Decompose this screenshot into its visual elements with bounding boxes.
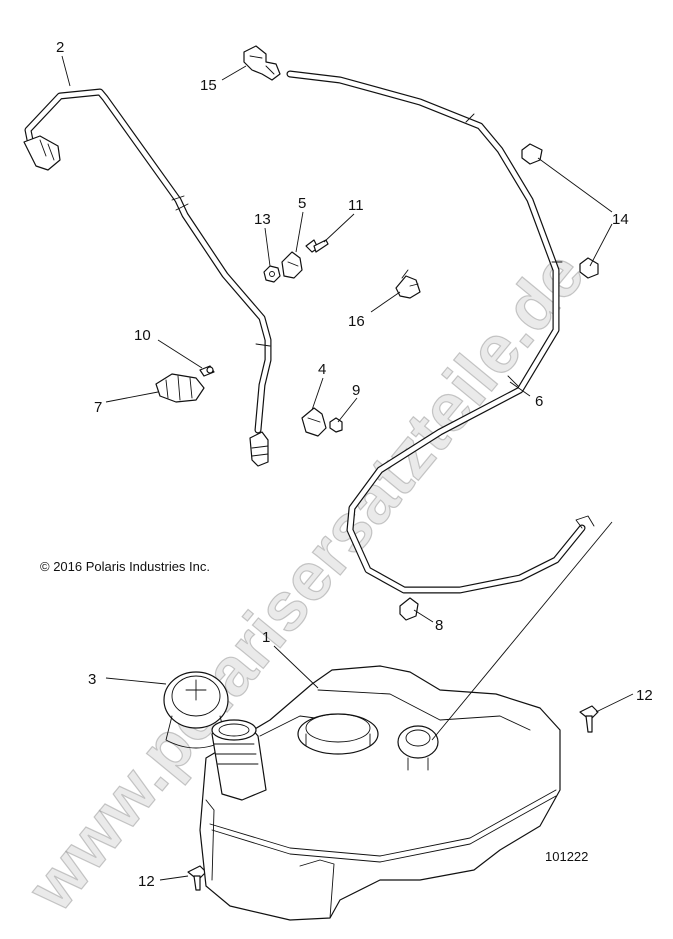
part-4-clamp xyxy=(301,407,327,437)
leader-7 xyxy=(105,391,159,403)
leader-5 xyxy=(295,211,304,253)
part-15-elbow-fitting xyxy=(243,45,281,81)
part-6-fuel-hose xyxy=(286,70,595,594)
callout-11: 11 xyxy=(348,197,364,214)
part-9-nut xyxy=(329,417,343,433)
callout-2: 2 xyxy=(56,39,64,56)
callout-1: 1 xyxy=(262,629,270,646)
callout-12-bottom: 12 xyxy=(138,873,155,890)
part-3-fuel-cap xyxy=(163,671,229,749)
leader-sender xyxy=(431,521,613,741)
leader-2 xyxy=(61,55,71,87)
callout-10: 10 xyxy=(134,327,151,344)
callout-9: 9 xyxy=(352,382,360,399)
part-14-clip-lower xyxy=(579,257,599,279)
callout-4: 4 xyxy=(318,361,326,378)
leader-14a xyxy=(537,157,613,213)
callout-7: 7 xyxy=(94,399,102,416)
callout-12-right: 12 xyxy=(636,687,653,704)
callout-13: 13 xyxy=(254,211,271,228)
part-1-fuel-tank xyxy=(199,665,561,921)
part-7-holder xyxy=(155,373,205,403)
callout-14: 14 xyxy=(612,211,629,228)
part-12-screw-right xyxy=(579,705,599,733)
leader-1 xyxy=(273,645,319,689)
part-13-nut xyxy=(263,265,281,283)
part-16-clip xyxy=(395,269,421,299)
part-12-screw-bottom xyxy=(187,865,207,891)
callout-labels: 2 15 13 5 11 14 16 10 7 4 9 6 8 1 3 12 1… xyxy=(56,39,653,890)
part-14-clip-upper xyxy=(521,143,543,165)
leader-9 xyxy=(337,397,358,423)
leader-12b xyxy=(159,875,189,881)
leader-16 xyxy=(370,291,401,313)
leader-14b xyxy=(589,223,613,267)
part-5-clamp xyxy=(281,251,303,279)
leader-8 xyxy=(413,609,434,623)
part-11-screw xyxy=(305,239,329,253)
diagram-id: 101222 xyxy=(545,849,588,864)
part-8-clip xyxy=(399,597,419,621)
callout-3: 3 xyxy=(88,671,96,688)
leader-11 xyxy=(323,213,355,243)
callout-16: 16 xyxy=(348,313,365,330)
callout-6: 6 xyxy=(535,393,543,410)
leader-10 xyxy=(157,339,203,369)
leader-4 xyxy=(311,377,324,411)
leader-6 xyxy=(509,381,531,397)
callout-5: 5 xyxy=(298,195,306,212)
leader-13 xyxy=(264,227,271,267)
copyright-text: © 2016 Polaris Industries Inc. xyxy=(40,559,210,574)
leader-15 xyxy=(221,65,247,81)
leader-lines xyxy=(61,55,634,881)
leader-12a xyxy=(595,693,634,713)
part-10-screw xyxy=(199,365,215,377)
leader-3 xyxy=(105,677,167,685)
callout-8: 8 xyxy=(435,617,443,634)
callout-15: 15 xyxy=(200,77,217,94)
part-2-vent-line xyxy=(23,88,272,467)
